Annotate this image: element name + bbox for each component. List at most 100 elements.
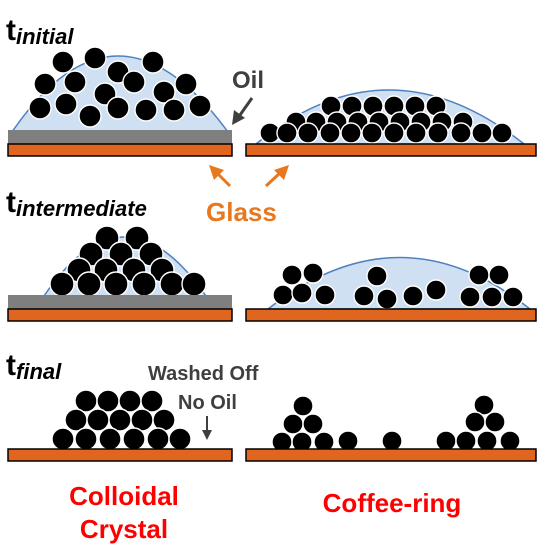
particle [74, 427, 98, 451]
particle [425, 279, 447, 301]
crystal-label: Crystal [80, 514, 168, 544]
glass-substrate-coffee-final [245, 448, 537, 462]
particles-colloidal-intermediate [49, 225, 207, 297]
particle [98, 427, 122, 451]
particle [86, 408, 110, 432]
oil-arrow-head [232, 110, 245, 125]
particle [459, 286, 481, 308]
oil-arrow [238, 97, 254, 116]
particle [402, 285, 424, 307]
particle [122, 70, 146, 94]
particle [54, 92, 78, 116]
oil-layer-intermediate [8, 295, 232, 309]
glass-label: Glass [206, 197, 277, 227]
particle [122, 427, 146, 451]
washed-off-label: Washed Off [148, 363, 259, 385]
particle [51, 50, 75, 74]
particle [381, 430, 403, 452]
particle [28, 96, 52, 120]
t-final-label: tfinal [6, 349, 62, 384]
particle [473, 394, 495, 416]
particle [174, 72, 198, 96]
particle [76, 271, 102, 297]
particle [181, 271, 207, 297]
particle [353, 285, 375, 307]
particle [94, 225, 120, 251]
oil-layer-initial [8, 130, 232, 144]
particle [140, 389, 164, 413]
glass-arrow-left-head [209, 165, 224, 180]
particle [134, 98, 158, 122]
particle [152, 80, 176, 104]
particle [302, 262, 324, 284]
particle [502, 286, 524, 308]
particle [302, 413, 324, 435]
particle [159, 271, 185, 297]
glass-arrow-right-head [274, 165, 289, 180]
t-intermediate-label: tintermediate [6, 186, 147, 221]
particle [276, 122, 298, 144]
particle [131, 271, 157, 297]
particle [49, 271, 75, 297]
particles-coffee-initial [259, 95, 513, 144]
coffee-ring-label: Coffee-ring [323, 488, 462, 518]
particle [499, 430, 521, 452]
particle [103, 271, 129, 297]
glass-substrate-colloidal-initial [7, 143, 233, 157]
particle [491, 122, 513, 144]
particle [292, 395, 314, 417]
particle [464, 411, 486, 433]
particle [484, 411, 506, 433]
particle [455, 430, 477, 452]
particle [471, 122, 493, 144]
particle [337, 430, 359, 452]
particle [124, 225, 150, 251]
glass-substrate-coffee-intermediate [245, 308, 537, 322]
particles-coffee-intermediate [272, 262, 524, 310]
particle [383, 122, 405, 144]
particle [468, 264, 490, 286]
particle [63, 70, 87, 94]
particle [366, 265, 388, 287]
no-oil-label: No Oil [178, 392, 237, 414]
particle [427, 122, 449, 144]
particle [33, 72, 57, 96]
t-initial-label: tinitial [6, 14, 74, 49]
particle [282, 413, 304, 435]
particle [78, 104, 102, 128]
particle [476, 430, 498, 452]
particle [314, 284, 336, 306]
particle [281, 264, 303, 286]
glass-substrate-coffee-initial [245, 143, 537, 157]
particle [488, 264, 510, 286]
particle [168, 427, 192, 451]
particle [376, 288, 398, 310]
particle [450, 122, 472, 144]
particle [361, 122, 383, 144]
particle [340, 122, 362, 144]
particle [291, 282, 313, 304]
particle [481, 286, 503, 308]
particle [405, 122, 427, 144]
oil-label: Oil [232, 67, 264, 94]
particles-coffee-final [271, 394, 521, 453]
no-oil-arrow-head [202, 430, 212, 440]
particle [188, 94, 212, 118]
particle [51, 427, 75, 451]
particle [146, 427, 170, 451]
particles-colloidal-initial [28, 46, 212, 128]
particle [297, 122, 319, 144]
particle [141, 50, 165, 74]
particle [162, 98, 186, 122]
particle [83, 46, 107, 70]
glass-substrate-colloidal-final [7, 448, 233, 462]
glass-substrate-colloidal-intermediate [7, 308, 233, 322]
colloidal-label: Colloidal [69, 481, 179, 511]
particle [272, 284, 294, 306]
particle [435, 430, 457, 452]
particles-colloidal-final [51, 389, 192, 451]
particle [106, 96, 130, 120]
particle [319, 122, 341, 144]
